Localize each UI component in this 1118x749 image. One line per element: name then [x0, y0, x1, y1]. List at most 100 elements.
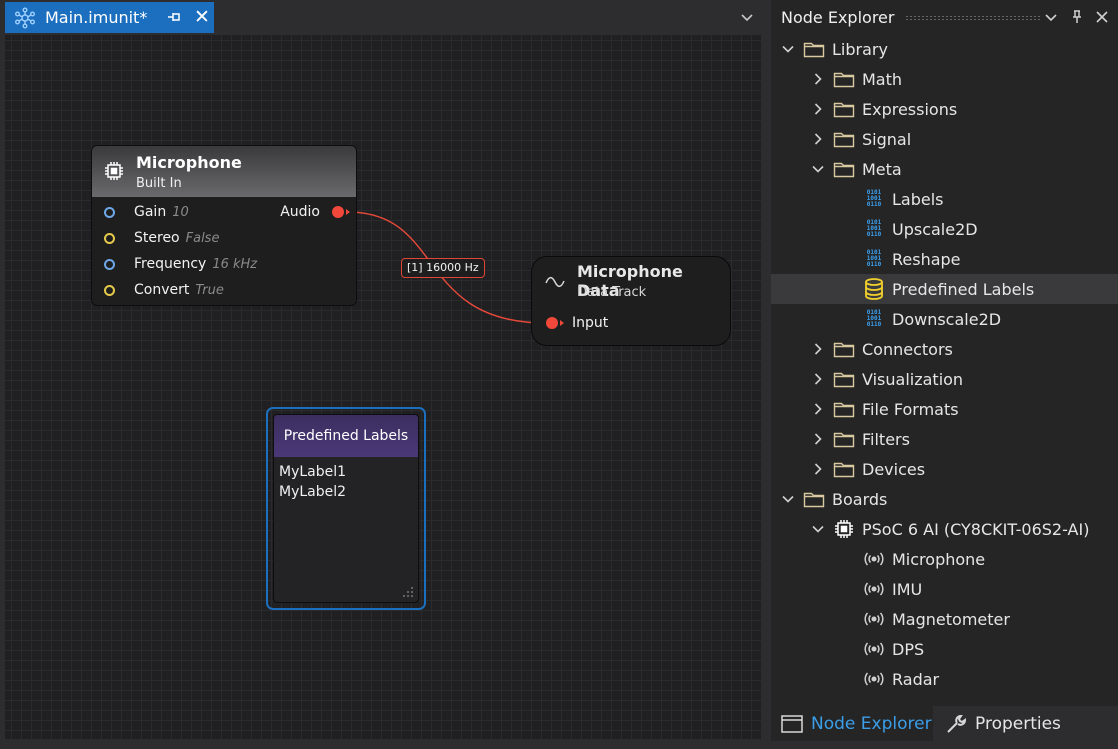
panel-header: Node Explorer	[771, 0, 1118, 34]
tree-item-psoc-6-ai-cy8ckit-06s2-ai[interactable]: PSoC 6 AI (CY8CKIT-06S2-AI)	[771, 514, 1118, 544]
label-item[interactable]: MyLabel1	[279, 464, 347, 480]
data-node-title: Microphone Data	[577, 262, 683, 300]
tree-item-label: Reshape	[892, 249, 961, 269]
tree-item-connectors[interactable]: Connectors	[771, 334, 1118, 364]
chip-icon	[105, 162, 123, 180]
folder-icon	[833, 458, 855, 480]
chevron-spacer	[841, 582, 855, 596]
close-tab-icon[interactable]: ✕	[194, 6, 210, 28]
pin-icon[interactable]	[1069, 9, 1085, 25]
chevron-spacer	[841, 552, 855, 566]
chevron-right-icon[interactable]	[811, 402, 825, 416]
output-name: Audio	[280, 204, 320, 220]
chevron-spacer	[841, 252, 855, 266]
input-port[interactable]	[104, 258, 115, 270]
sensor-icon	[863, 548, 885, 570]
tree-item-magnetometer[interactable]: Magnetometer	[771, 604, 1118, 634]
tree-item-visualization[interactable]: Visualization	[771, 364, 1118, 394]
chevron-down-icon[interactable]	[781, 492, 795, 506]
param-convert[interactable]: Convert True	[104, 279, 224, 301]
param-stereo[interactable]: Stereo False	[104, 227, 219, 249]
tree-item-meta[interactable]: Meta	[771, 154, 1118, 184]
connection-wire[interactable]	[5, 35, 761, 739]
output-arrow-icon	[346, 209, 350, 215]
label-item[interactable]: MyLabel2	[279, 484, 347, 500]
node-canvas[interactable]: Microphone Built In Gain 10 Stereo False…	[5, 35, 761, 739]
document-tab[interactable]: Main.imunit* ✕	[5, 2, 214, 33]
tree-item-library[interactable]: Library	[771, 34, 1118, 64]
param-name: Stereo	[134, 230, 180, 246]
chevron-spacer	[841, 222, 855, 236]
tab-node-explorer[interactable]: Node Explorer	[771, 706, 933, 741]
chevron-right-icon[interactable]	[811, 432, 825, 446]
chevron-right-icon[interactable]	[811, 462, 825, 476]
tree-item-imu[interactable]: IMU	[771, 574, 1118, 604]
param-frequency[interactable]: Frequency 16 kHz	[104, 253, 257, 275]
chevron-right-icon[interactable]	[811, 372, 825, 386]
wrench-icon	[947, 714, 967, 733]
wave-icon	[545, 276, 565, 288]
chevron-down-icon[interactable]	[781, 42, 795, 56]
chevron-down-icon[interactable]	[811, 162, 825, 176]
tree-item-math[interactable]: Math	[771, 64, 1118, 94]
tab-label: Node Explorer	[811, 713, 932, 734]
tree-item-label: Downscale2D	[892, 309, 1002, 329]
input-port[interactable]	[546, 317, 558, 329]
tree-item-devices[interactable]: Devices	[771, 454, 1118, 484]
microphone-node[interactable]: Microphone Built In Gain 10 Stereo False…	[91, 145, 357, 306]
tree-item-predefined-labels[interactable]: Predefined Labels	[771, 274, 1118, 304]
param-name: Gain	[134, 204, 167, 220]
param-name: Frequency	[134, 256, 207, 272]
tree-item-file-formats[interactable]: File Formats	[771, 394, 1118, 424]
tree-item-label: Labels	[892, 189, 944, 209]
tree-item-boards[interactable]: Boards	[771, 484, 1118, 514]
tab-properties[interactable]: Properties	[941, 706, 1111, 741]
data-node-input[interactable]: Input	[546, 315, 608, 331]
tree-item-label: PSoC 6 AI (CY8CKIT-06S2-AI)	[862, 519, 1090, 539]
audio-output[interactable]: Audio	[280, 201, 350, 223]
input-port[interactable]	[104, 232, 115, 244]
chevron-right-icon[interactable]	[811, 72, 825, 86]
folder-icon	[833, 398, 855, 420]
predefined-labels-node[interactable]: Predefined Labels MyLabel1 MyLabel2	[273, 414, 419, 603]
tree-item-label: Microphone	[892, 549, 986, 569]
input-port[interactable]	[104, 284, 115, 296]
tree-item-signal[interactable]: Signal	[771, 124, 1118, 154]
param-value: 10	[172, 204, 189, 220]
tree-item-label: Expressions	[862, 99, 958, 119]
tree-item-dps[interactable]: DPS	[771, 634, 1118, 664]
tree-item-microphone[interactable]: Microphone	[771, 544, 1118, 574]
tab-label: Properties	[975, 713, 1061, 734]
chevron-right-icon[interactable]	[811, 342, 825, 356]
folder-icon	[803, 488, 825, 510]
microphone-data-node[interactable]: Microphone Data Data Track Input	[531, 256, 731, 346]
tree-item-label: Predefined Labels	[892, 279, 1035, 299]
tree-item-expressions[interactable]: Expressions	[771, 94, 1118, 124]
pin-icon[interactable]	[165, 8, 183, 26]
resize-grip-icon[interactable]	[402, 586, 414, 598]
labels-list[interactable]: MyLabel1 MyLabel2	[274, 457, 418, 502]
chevron-down-icon[interactable]	[1043, 9, 1059, 25]
chevron-down-icon[interactable]	[811, 522, 825, 536]
connection-label[interactable]: [1] 16000 Hz	[401, 258, 485, 278]
chevron-down-icon[interactable]	[739, 9, 755, 25]
close-icon[interactable]	[1094, 9, 1110, 25]
tree-item-radar[interactable]: Radar	[771, 664, 1118, 694]
output-port[interactable]	[332, 206, 344, 218]
panel-drag-handle[interactable]	[905, 15, 1041, 20]
microphone-node-header[interactable]: Microphone Built In	[92, 146, 356, 197]
chevron-right-icon[interactable]	[811, 132, 825, 146]
param-gain[interactable]: Gain 10	[104, 201, 189, 223]
tree-item-filters[interactable]: Filters	[771, 424, 1118, 454]
chevron-right-icon[interactable]	[811, 102, 825, 116]
input-port[interactable]	[104, 206, 115, 218]
labels-node-title[interactable]: Predefined Labels	[274, 415, 418, 457]
